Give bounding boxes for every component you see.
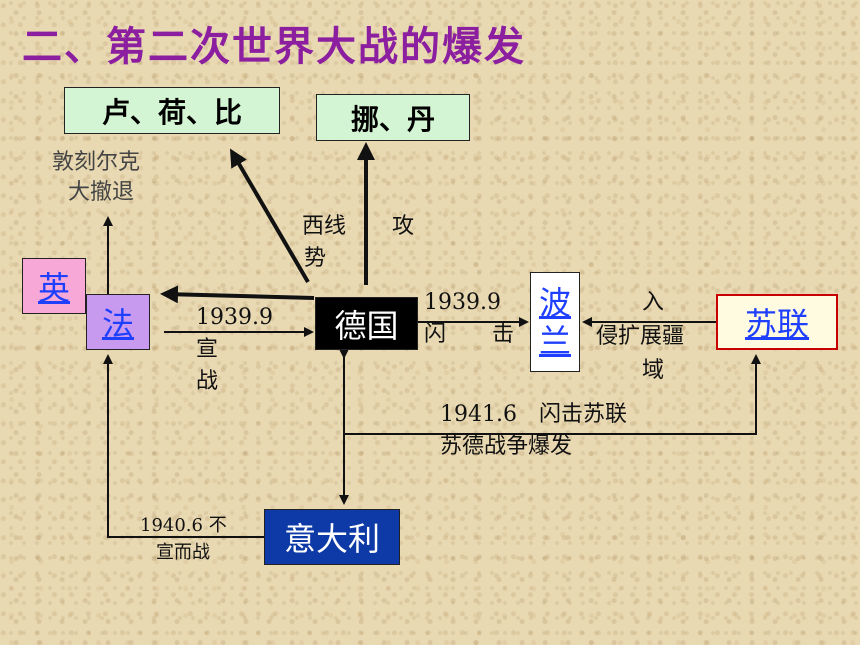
- label-expand-1: 入: [642, 290, 665, 315]
- label-west-1: 西线: [302, 214, 347, 239]
- label-declare-2: 战: [196, 369, 219, 394]
- label-dunkirk-1: 敦刻尔克: [52, 150, 141, 175]
- label-blitz-1: 闪: [424, 322, 447, 347]
- link-lan[interactable]: 兰: [538, 322, 571, 360]
- link-bo[interactable]: 波: [538, 283, 571, 322]
- box-deguo: 德国: [315, 297, 418, 350]
- box-sulian: 苏联: [716, 294, 838, 350]
- box-yidali: 意大利: [264, 509, 400, 565]
- label-blitz-date: 1939.9: [424, 290, 501, 315]
- box-nuo-dan: 挪、丹: [316, 94, 470, 141]
- label-west-3: 势: [304, 246, 327, 271]
- label-italy-1: 1940.6 不: [140, 515, 227, 536]
- arrow-de-to-lu: [229, 148, 310, 284]
- label-expand-2: 侵扩展疆: [596, 324, 685, 349]
- page-title: 二、第二次世界大战的爆发: [22, 24, 526, 70]
- label-declare-1: 宣: [196, 337, 219, 362]
- label-declare-date: 1939.9: [196, 305, 273, 330]
- arrow-de-to-yingfa: [160, 285, 315, 304]
- box-ying: 英: [22, 258, 86, 314]
- label-ussr-1: 1941.6 闪击苏联: [440, 402, 627, 427]
- label-dunkirk-2: 大撤退: [68, 180, 135, 205]
- link-ying[interactable]: 英: [37, 269, 70, 307]
- box-fa: 法: [86, 294, 150, 350]
- label-ussr-2: 苏德战争爆发: [440, 434, 573, 459]
- arrow-yi-to-fa: [103, 354, 264, 538]
- label-expand-3: 域: [642, 358, 665, 383]
- arrow-de-to-su: [344, 354, 761, 435]
- link-sulian[interactable]: 苏联: [744, 305, 809, 343]
- label-italy-2: 宣而战: [156, 542, 210, 563]
- box-lu-he-bi: 卢、荷、比: [64, 87, 280, 134]
- label-blitz-2: 击: [492, 322, 515, 347]
- label-west-2: 攻: [392, 214, 415, 239]
- box-bolan: 波 兰: [530, 272, 580, 372]
- link-fa[interactable]: 法: [101, 305, 134, 343]
